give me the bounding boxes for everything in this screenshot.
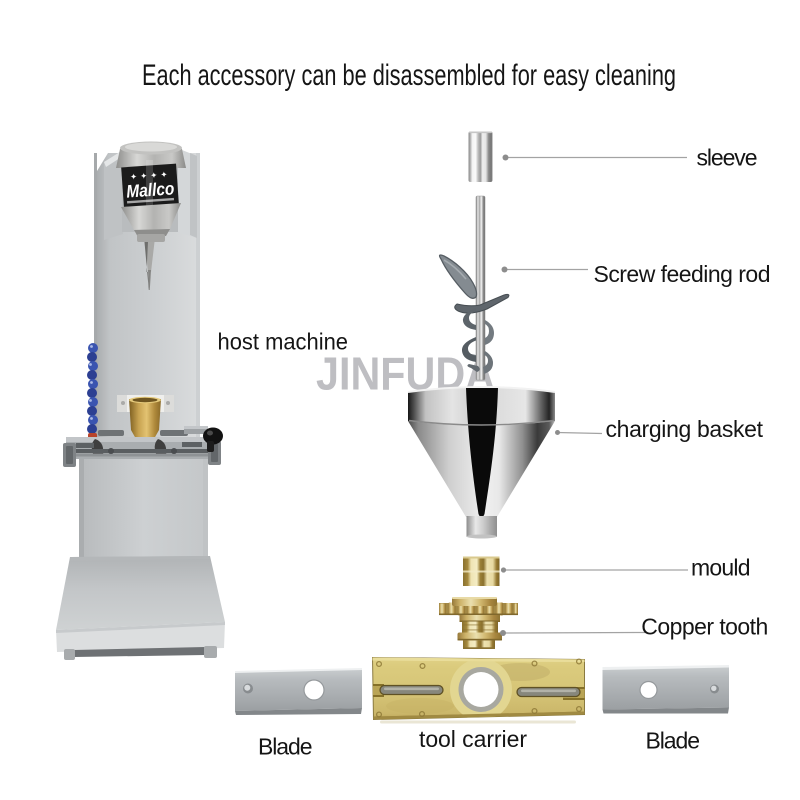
svg-text:Each accessory can be disassem: Each accessory can be disassembled for e…: [142, 59, 676, 92]
svg-text:Copper tooth: Copper tooth: [641, 614, 768, 640]
svg-text:tool carrier: tool carrier: [419, 726, 527, 752]
svg-text:Blade: Blade: [646, 728, 701, 754]
svg-text:Screw feeding rod: Screw feeding rod: [594, 261, 771, 287]
svg-text:charging basket: charging basket: [606, 416, 764, 442]
svg-text:sleeve: sleeve: [697, 145, 758, 171]
svg-text:mould: mould: [691, 555, 751, 581]
svg-text:Blade: Blade: [258, 734, 313, 760]
svg-text:✦✦✦✦: ✦✦✦✦: [130, 169, 171, 182]
svg-text:host machine: host machine: [218, 329, 349, 355]
svg-text:Mallco: Mallco: [126, 178, 175, 201]
